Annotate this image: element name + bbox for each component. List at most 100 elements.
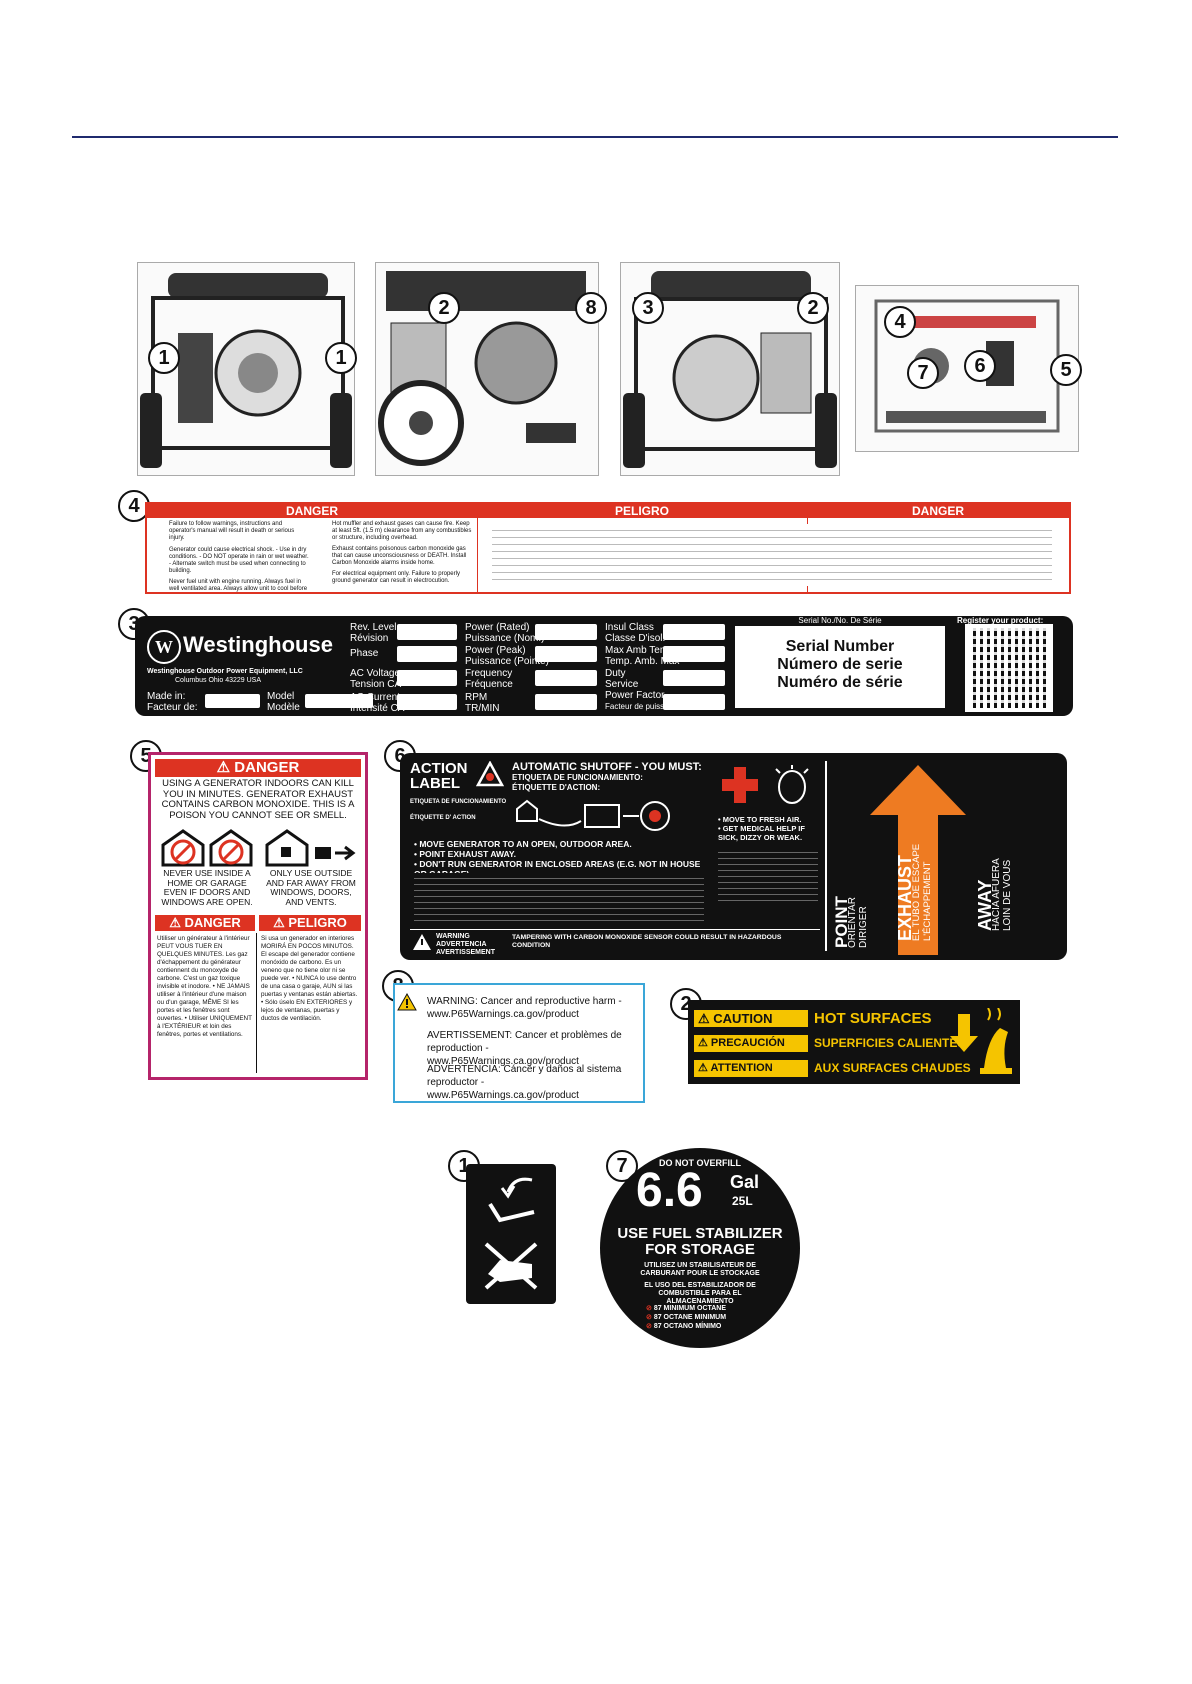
caution-badge: ⚠ CAUTION bbox=[694, 1010, 808, 1027]
prop65-fr: AVERTISSEMENT: Cancer et problèmes de re… bbox=[427, 1030, 622, 1067]
callout-1-right: 1 bbox=[325, 342, 357, 374]
serial-number-en: Serial Number bbox=[785, 638, 895, 655]
callout-3-back: 3 bbox=[632, 292, 664, 324]
prop65-warning-icon bbox=[397, 993, 417, 1011]
point-text: POINT ORIENTAR DIRIGER bbox=[832, 896, 869, 948]
no-ethanol-icon: ⊘ bbox=[646, 1323, 652, 1330]
step-2: • POINT EXHAUST AWAY. bbox=[414, 849, 517, 859]
label-5-fr-text: Utiliser un générateur à l'intérieur PEU… bbox=[157, 935, 252, 1038]
header-rule bbox=[72, 136, 1118, 138]
shutoff-fr: ÉTIQUETTE D'ACTION: bbox=[512, 783, 601, 792]
choke-arrow-icon bbox=[484, 1174, 540, 1224]
shutoff-translations bbox=[414, 873, 704, 925]
med-step-1: • MOVE TO FRESH AIR. bbox=[718, 815, 802, 824]
action-label-es: ETIQUETA DE FUNCIONAMIENTO bbox=[410, 799, 507, 805]
callout-4: 4 bbox=[118, 490, 150, 522]
label-5-only: ONLY USE OUTSIDE AND FAR AWAY FROM WINDO… bbox=[266, 868, 356, 907]
label-4-text-1: Failure to follow warnings, instructions… bbox=[169, 521, 295, 541]
label-4-danger-fr-title: DANGER bbox=[911, 504, 964, 518]
label-5-co-danger: ⚠ DANGER USING A GENERATOR INDOORS CAN K… bbox=[148, 752, 368, 1080]
away-text: AWAY HACIA AFUERA LOIN DE VOUS bbox=[975, 858, 1013, 931]
label-8-prop65: WARNING: Cancer and reproductive harm - … bbox=[393, 983, 645, 1103]
generator-view-side bbox=[375, 262, 599, 476]
hot-surface-hand-icon bbox=[944, 1008, 1014, 1076]
serial-number-es: Número de serie bbox=[777, 656, 903, 673]
stabilizer-fr: UTILISEZ UN STABILISATEUR DE CARBURANT P… bbox=[640, 1262, 760, 1277]
label-4-danger-title: DANGER bbox=[285, 504, 338, 518]
westinghouse-logo-icon: W bbox=[147, 630, 181, 664]
label-4-es-fr-columns bbox=[492, 524, 1052, 586]
callout-2-back: 2 bbox=[797, 292, 829, 324]
dizzy-face-icon bbox=[770, 763, 814, 805]
action-label-title: ACTION LABEL bbox=[410, 760, 468, 792]
med-step-2: • GET MEDICAL HELP IF SICK, DIZZY OR WEA… bbox=[718, 824, 805, 842]
label-5-fr-title: ⚠ DANGER bbox=[155, 915, 255, 931]
label-4-text-3: Generator could cause electrical shock. … bbox=[169, 547, 309, 574]
callout-6-top: 6 bbox=[964, 350, 996, 382]
exhaust-text: EXHAUST EL TUBO DE ESCAPE L'ÉCHAPPEMENT bbox=[895, 843, 933, 941]
no-hand-icon bbox=[480, 1238, 542, 1294]
step-1: • MOVE GENERATOR TO AN OPEN, OUTDOOR ARE… bbox=[414, 839, 632, 849]
prop65-es: ADVERTENCIA: Cáncer y daños al sistema r… bbox=[427, 1064, 622, 1101]
brand-name: Westinghouse bbox=[183, 632, 333, 657]
label-4-danger-banner: DANGER PELIGRO DANGER Failure to follow … bbox=[145, 502, 1071, 594]
company-name: Westinghouse Outdoor Power Equipment, LL… bbox=[147, 668, 303, 675]
model-field bbox=[305, 694, 373, 708]
serial-number-fr: Numéro de série bbox=[777, 674, 903, 691]
action-warning-icon bbox=[476, 761, 504, 787]
label-4-text-4: Exhaust contains poisonous carbon monoxi… bbox=[332, 546, 467, 566]
label-5-never: NEVER USE INSIDE A HOME OR GARAGE EVEN I… bbox=[161, 868, 253, 907]
label-1-choke-icon-label bbox=[466, 1164, 556, 1304]
capacity-gallons: 6.6 bbox=[636, 1164, 703, 1217]
callout-7-top: 7 bbox=[907, 357, 939, 389]
label-4-peligro-title: PELIGRO bbox=[614, 504, 669, 518]
move-outdoor-icon bbox=[515, 795, 675, 837]
label-4-text-6: For electrical equipment only. Failure t… bbox=[332, 571, 460, 584]
precaucion-badge: ⚠ PRECAUCIÓN bbox=[694, 1035, 808, 1052]
octane-list: ⊘ 87 MINIMUM OCTANE ⊘ 87 OCTANE MINIMUM … bbox=[646, 1305, 727, 1330]
label-4-text-2: Hot muffler and exhaust gases can cause … bbox=[332, 521, 472, 541]
shutoff-es: ETIQUETA DE FUNCIONAMIENTO: bbox=[512, 773, 643, 782]
power-rated-label: Power (Rated)Puissance (Nom.) bbox=[465, 622, 545, 644]
warning-triangle-icon: ⚠ bbox=[216, 759, 235, 776]
action-label-fr: ÉTIQUETTE D' ACTION bbox=[410, 815, 476, 821]
do-not-overfill: DO NOT OVERFILL bbox=[659, 1158, 741, 1168]
label-4-en-col-a: Failure to follow warnings, instructions… bbox=[169, 521, 309, 592]
label-6-action-label: ACTION LABEL ETIQUETA DE FUNCIONAMIENTO … bbox=[400, 753, 1067, 960]
precaucion-text: SUPERFICIES CALIENTES bbox=[814, 1036, 966, 1050]
attention-text: AUX SURFACES CHAUDES bbox=[814, 1061, 971, 1075]
phase-label: Phase bbox=[350, 648, 379, 659]
label-4-en-col-b: Hot muffler and exhaust gases can cause … bbox=[332, 521, 472, 585]
stabilizer-es: EL USO DEL ESTABILIZADOR DE COMBUSTIBLE … bbox=[644, 1282, 756, 1305]
stabilizer-en-2: FOR STORAGE bbox=[645, 1241, 755, 1258]
label-5-es-text: Si usa un generador en interiores MORIRÁ… bbox=[261, 935, 358, 1022]
label-5-title: ⚠ DANGER bbox=[155, 759, 361, 777]
medical-steps: • MOVE TO FRESH AIR. • GET MEDICAL HELP … bbox=[718, 815, 818, 842]
callout-4-top: 4 bbox=[884, 306, 916, 338]
made-in-field bbox=[205, 694, 260, 708]
shutoff-title: AUTOMATIC SHUTOFF - YOU MUST: bbox=[512, 761, 702, 773]
serial-header: Serial No./No. De Série bbox=[798, 616, 882, 625]
qr-code-icon bbox=[965, 624, 1053, 712]
medical-cross-icon bbox=[720, 765, 760, 805]
callout-8-side: 8 bbox=[575, 292, 607, 324]
serial-box: Serial Number Número de serie Numéro de … bbox=[735, 626, 945, 708]
exhaust-arrow-icon bbox=[868, 765, 968, 955]
label-2-hot-surfaces: ⚠ CAUTION HOT SURFACES ⚠ PRECAUCIÓN SUPE… bbox=[688, 1000, 1020, 1084]
attention-badge: ⚠ ATTENTION bbox=[694, 1060, 808, 1077]
power-peak-label: Power (Peak)Puissance (Pointe) bbox=[465, 645, 549, 667]
callout-1-left: 1 bbox=[148, 342, 180, 374]
label-5-es-title: ⚠ PELIGRO bbox=[259, 915, 361, 931]
capacity-gal-unit: Gal bbox=[730, 1172, 760, 1192]
label-5-lead: USING A GENERATOR INDOORS CAN KILL YOU I… bbox=[161, 778, 355, 821]
no-indoor-icon bbox=[159, 827, 257, 867]
